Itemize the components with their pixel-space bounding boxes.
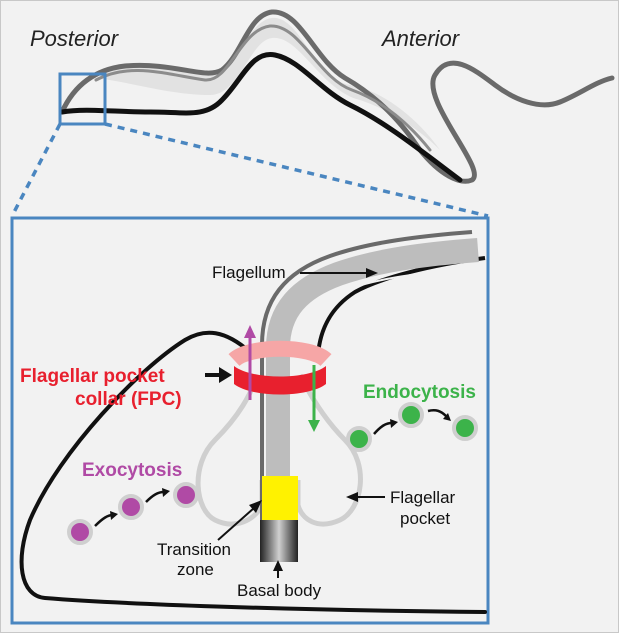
- zoom-line-left: [10, 123, 62, 217]
- endocytosis-vesicle: [452, 415, 478, 441]
- flagellum-outline: [59, 9, 615, 184]
- transition-zone-label-line2: zone: [177, 560, 214, 579]
- flagellar-pocket: [195, 374, 265, 527]
- exocytosis-exit-arrowhead: [244, 325, 256, 338]
- endocytosis-arrowhead: [443, 413, 451, 421]
- fpc-collar: [234, 366, 326, 395]
- fpc-back: [228, 340, 332, 367]
- exocytosis-label: Exocytosis: [82, 460, 182, 481]
- basal-body-pointer-head: [273, 560, 283, 571]
- flagellar-pocket-label-line2: pocket: [400, 509, 450, 528]
- zoom-line-right: [104, 122, 489, 218]
- basal-body: [260, 520, 298, 562]
- flagellum-pointer-head: [366, 268, 378, 278]
- anterior-label: Anterior: [380, 26, 461, 51]
- transition-zone: [262, 476, 298, 520]
- posterior-label: Posterior: [30, 26, 120, 51]
- flagellum-inner-outline: [94, 24, 432, 152]
- endocytosis-label: Endocytosis: [363, 382, 476, 403]
- flagellum-inner-line: [293, 267, 486, 520]
- flagellum-outer-line: [260, 230, 473, 520]
- fpc-pointer-head: [219, 367, 232, 383]
- exocytosis-vesicle: [173, 482, 199, 508]
- flagellar-pocket-right: [295, 373, 363, 527]
- flagellar-pocket-pointer-head: [346, 492, 358, 502]
- exocytosis-vesicle: [118, 494, 144, 520]
- detail-panel: Flagellum Flagellar pocket collar (FPC) …: [19, 230, 487, 614]
- fpc-label-line2: collar (FPC): [75, 389, 182, 410]
- endocytosis-vesicle: [398, 402, 424, 428]
- fpc-label-line1: Flagellar pocket: [20, 366, 165, 387]
- endocytosis-vesicle: [346, 426, 372, 452]
- transition-zone-pointer-head: [249, 500, 262, 513]
- exocytosis-vesicle: [67, 519, 93, 545]
- endocytosis-arrow: [427, 408, 447, 417]
- exocytosis-arrowhead: [110, 511, 118, 520]
- endocytosis-entry-arrowhead: [308, 420, 320, 432]
- basal-body-label: Basal body: [237, 581, 322, 600]
- transition-zone-pointer: [217, 507, 255, 541]
- cell-membrane: [19, 330, 487, 614]
- flagellar-pocket-label-line1: Flagellar: [390, 488, 456, 507]
- transition-zone-label-line1: Transition: [157, 540, 231, 559]
- endocytosis-arrowhead: [390, 419, 398, 428]
- flagellum-label: Flagellum: [212, 263, 286, 282]
- cell-body-outline: [59, 52, 463, 183]
- cell-overview: Posterior Anterior: [30, 9, 615, 184]
- cell-body-fill: [96, 17, 440, 150]
- exocytosis-arrowhead: [162, 488, 170, 497]
- zoom-box: [58, 72, 107, 126]
